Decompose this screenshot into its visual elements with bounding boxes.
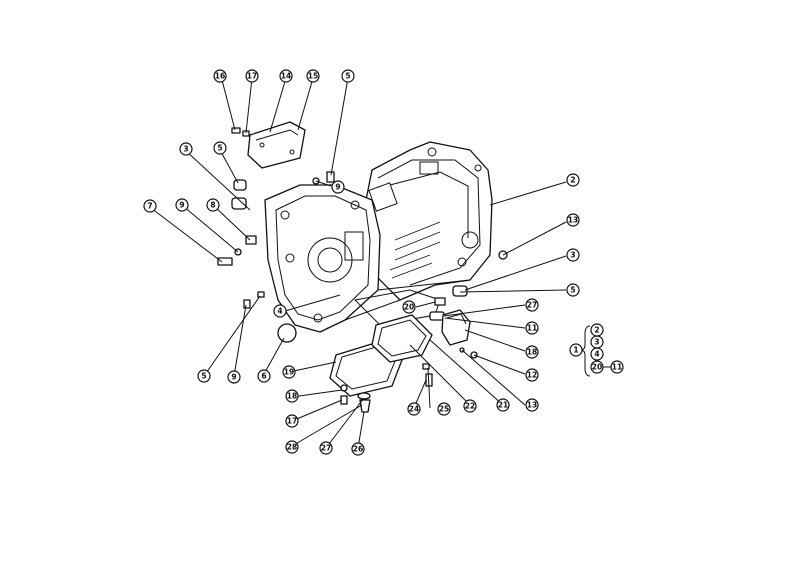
svg-text:13: 13: [568, 216, 578, 225]
legend-item-20: 20: [590, 360, 604, 374]
callout-3-left: 3: [179, 142, 193, 156]
svg-text:2: 2: [570, 176, 575, 185]
svg-text:3: 3: [570, 251, 575, 260]
callout-17: 17: [245, 69, 259, 83]
callout-9-bottom: 9: [227, 370, 241, 384]
callout-25: 25: [437, 402, 451, 416]
svg-text:6: 6: [261, 372, 266, 381]
legend-item-11: 11: [610, 360, 624, 374]
callout-18-right: 18: [525, 345, 539, 359]
callout-27-right: 27: [525, 298, 539, 312]
svg-text:27: 27: [321, 444, 331, 453]
svg-text:18: 18: [287, 392, 297, 401]
svg-text:9: 9: [335, 183, 340, 192]
svg-text:8: 8: [210, 201, 215, 210]
svg-text:14: 14: [281, 72, 291, 81]
svg-text:15: 15: [308, 72, 318, 81]
callout-5-upper: 5: [213, 141, 227, 155]
transmission-case: [264, 141, 493, 333]
callout-26: 26: [351, 442, 365, 456]
svg-text:5: 5: [345, 72, 350, 81]
svg-text:19: 19: [284, 368, 294, 377]
svg-text:4: 4: [594, 350, 599, 359]
callout-28: 28: [285, 440, 299, 454]
svg-text:24: 24: [409, 405, 419, 414]
callout-2-right: 2: [566, 173, 580, 187]
legend-main-callout: 1: [569, 343, 583, 357]
svg-text:3: 3: [183, 145, 188, 154]
callout-24: 24: [407, 402, 421, 416]
svg-text:7: 7: [147, 202, 152, 211]
svg-text:3: 3: [594, 338, 599, 347]
callout-16: 16: [213, 69, 227, 83]
svg-text:5: 5: [570, 286, 575, 295]
callout-4: 4: [273, 304, 287, 318]
callout-5-bottom: 5: [197, 369, 211, 383]
svg-text:27: 27: [527, 301, 537, 310]
callout-21: 21: [496, 398, 510, 412]
callout-7: 7: [143, 199, 157, 213]
callout-14: 14: [279, 69, 293, 83]
svg-text:5: 5: [201, 372, 206, 381]
callout-13-right: 13: [566, 213, 580, 227]
callout-12: 12: [525, 368, 539, 382]
callout-20: 20: [402, 300, 416, 314]
callout-17-bottom: 17: [285, 414, 299, 428]
callout-9-left: 9: [175, 198, 189, 212]
callout-13-bottom: 13: [525, 398, 539, 412]
svg-text:12: 12: [527, 371, 537, 380]
callouts: 16 17 14 15 5 3 5 9 2 13 7 9 8 3 5 4 20 …: [143, 69, 580, 456]
bottom-covers: [329, 314, 433, 413]
callout-11: 11: [525, 321, 539, 335]
leader-lines: [150, 77, 567, 449]
svg-text:28: 28: [287, 443, 297, 452]
callout-5-right: 5: [566, 283, 580, 297]
svg-text:11: 11: [527, 324, 537, 333]
svg-text:4: 4: [277, 307, 282, 316]
legend-item-2: 2: [590, 323, 604, 337]
callout-22: 22: [463, 399, 477, 413]
svg-text:18: 18: [527, 348, 537, 357]
svg-text:16: 16: [215, 72, 225, 81]
callout-5-top: 5: [341, 69, 355, 83]
callout-19: 19: [282, 365, 296, 379]
legend-item-4: 4: [590, 347, 604, 361]
assembly-legend: 1 2 3 4 20 11: [569, 323, 624, 377]
svg-text:5: 5: [217, 144, 222, 153]
callout-9-top: 9: [331, 180, 345, 194]
svg-text:20: 20: [592, 363, 602, 372]
legend-item-3: 3: [590, 335, 604, 349]
svg-text:2: 2: [594, 326, 599, 335]
svg-text:25: 25: [439, 405, 449, 414]
svg-text:20: 20: [404, 303, 414, 312]
svg-text:21: 21: [498, 401, 508, 410]
svg-text:17: 17: [287, 417, 297, 426]
svg-text:1: 1: [573, 346, 578, 355]
svg-text:11: 11: [612, 363, 622, 372]
callout-3-right: 3: [566, 248, 580, 262]
callout-15: 15: [306, 69, 320, 83]
callout-8: 8: [206, 198, 220, 212]
callout-18-bottom: 18: [285, 389, 299, 403]
callout-6: 6: [257, 369, 271, 383]
svg-text:17: 17: [247, 72, 257, 81]
top-cover: [247, 121, 306, 169]
svg-text:22: 22: [465, 402, 475, 411]
svg-text:13: 13: [527, 401, 537, 410]
svg-text:9: 9: [231, 373, 236, 382]
svg-text:9: 9: [179, 201, 184, 210]
svg-text:26: 26: [353, 445, 363, 454]
callout-27-bottom: 27: [319, 441, 333, 455]
